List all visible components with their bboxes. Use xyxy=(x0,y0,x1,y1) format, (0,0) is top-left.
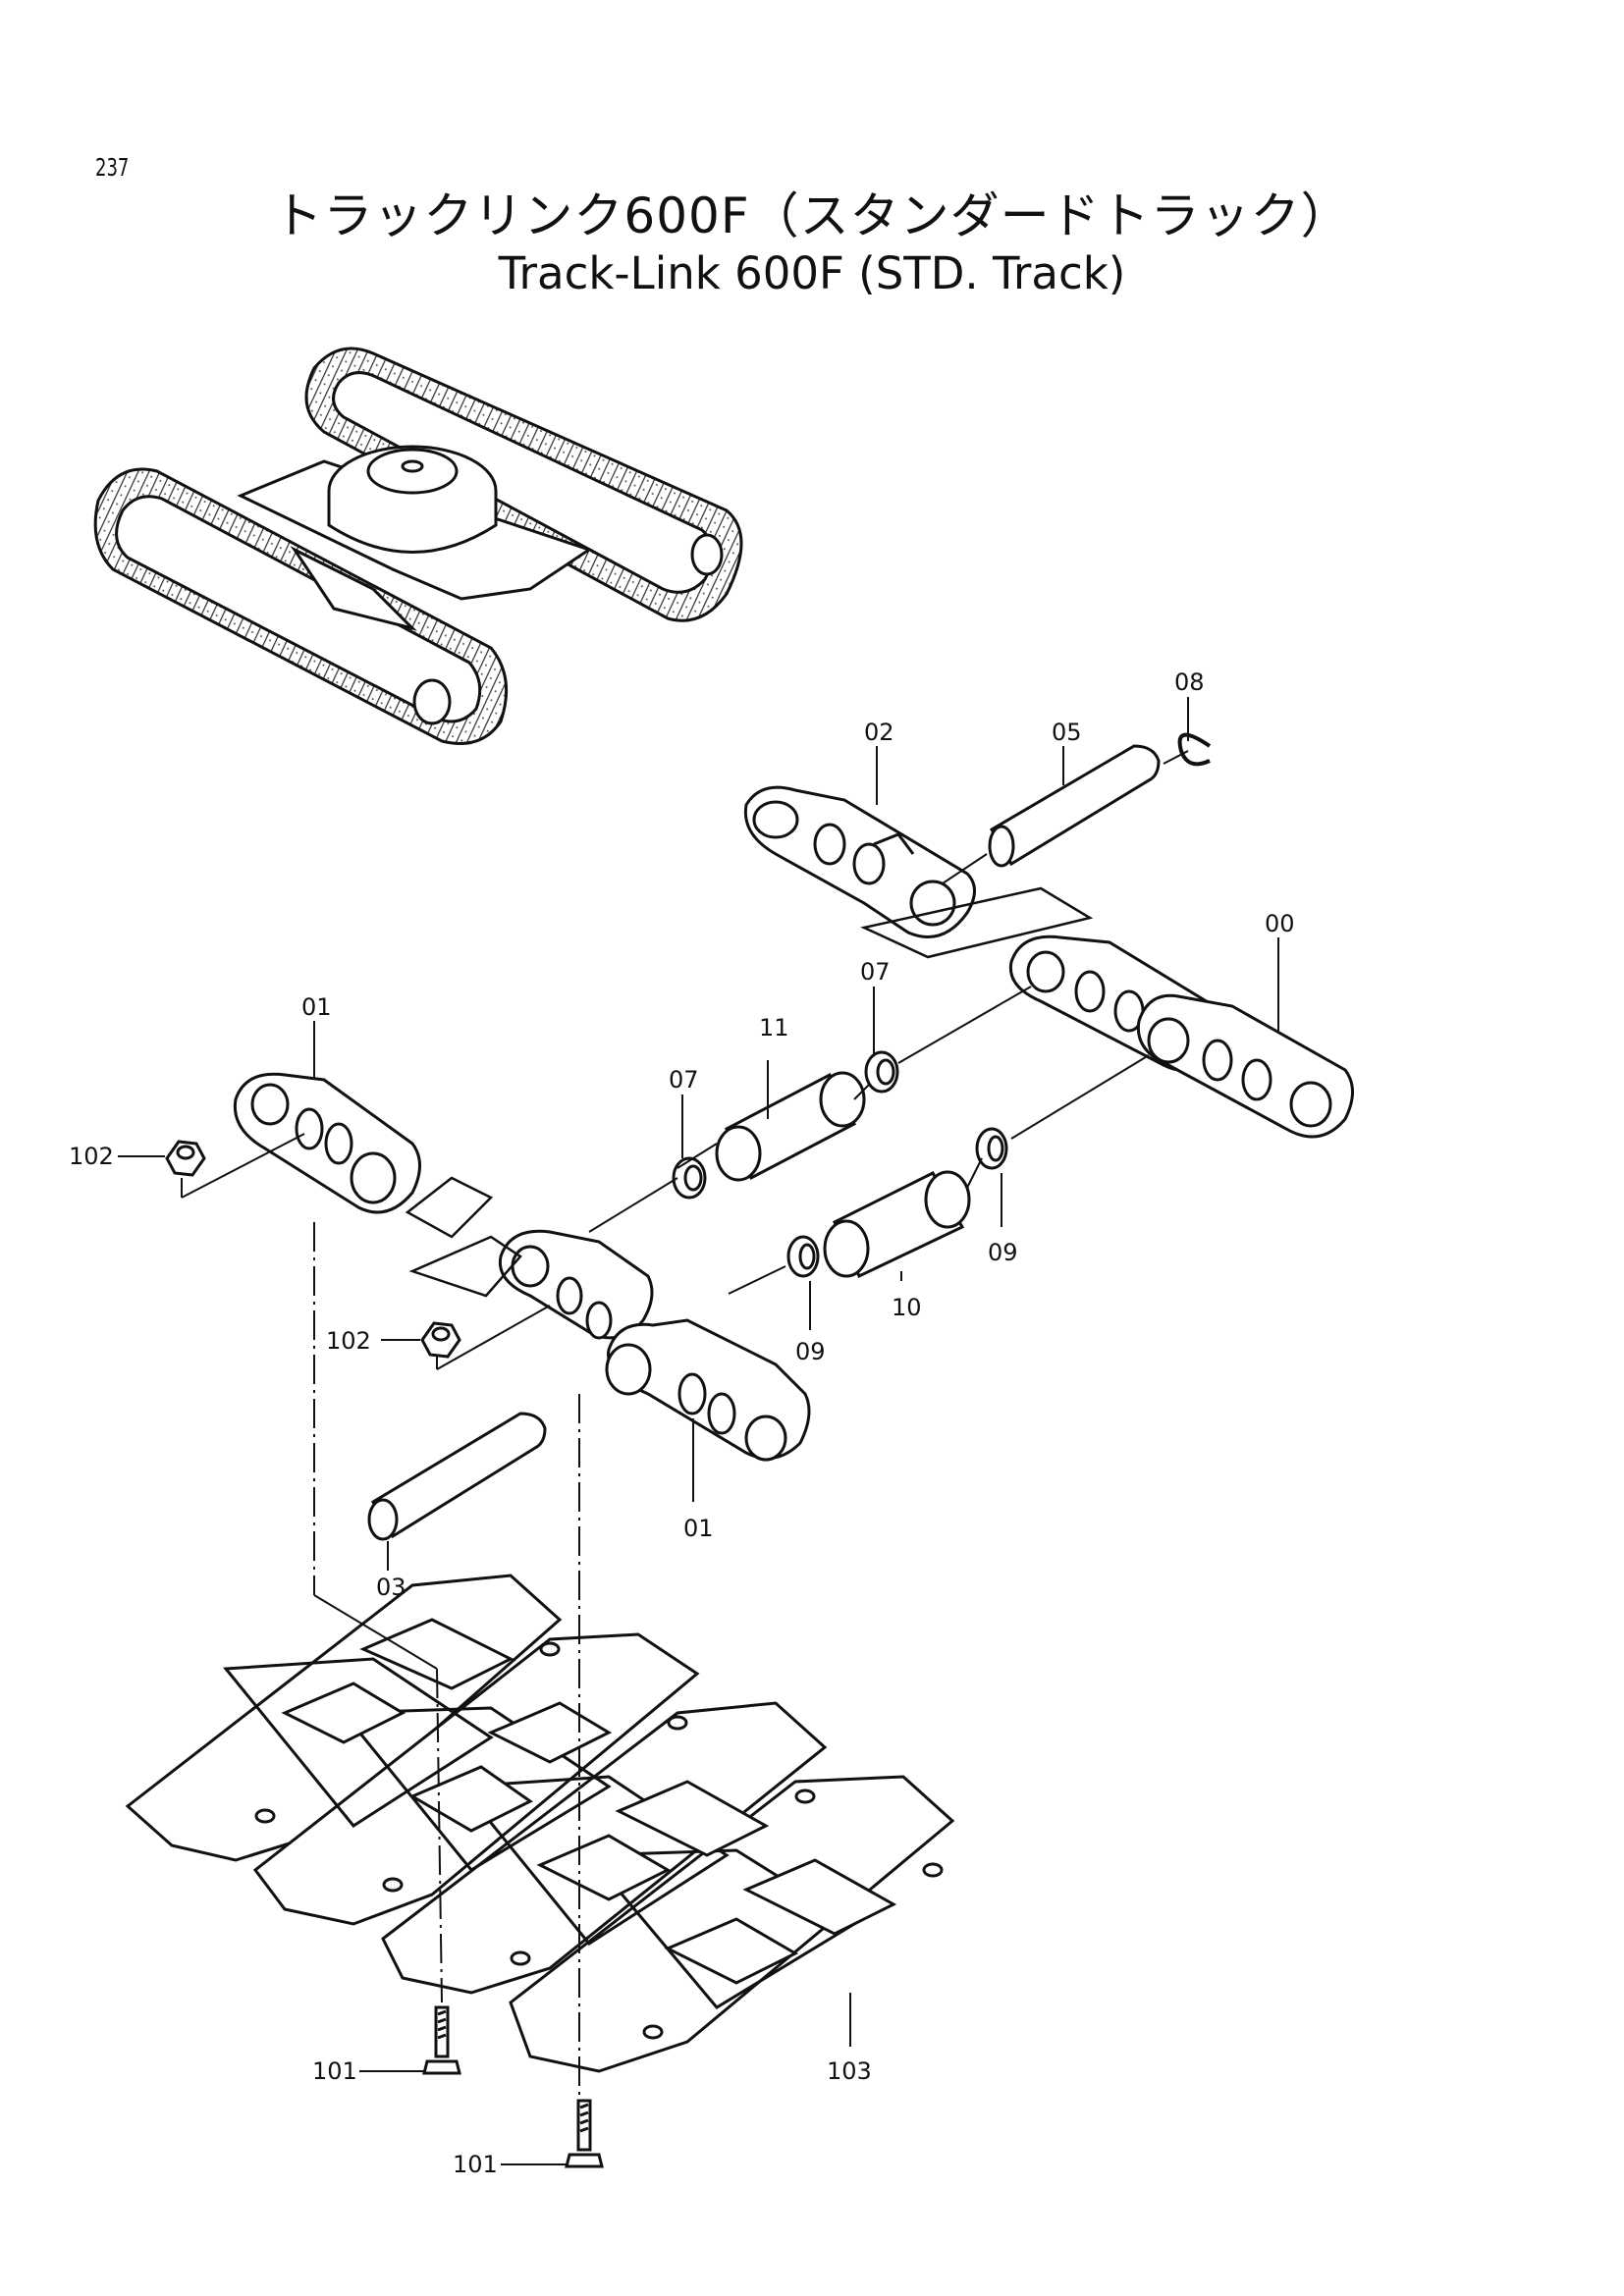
label-103: 103 xyxy=(827,2057,872,2085)
label-02: 02 xyxy=(864,719,894,746)
part-00-track-link-assembly xyxy=(1008,934,1354,1139)
label-00: 00 xyxy=(1265,910,1295,937)
part-11-bushing xyxy=(715,1071,866,1182)
part-01-shadow-plane xyxy=(405,1176,494,1239)
part-02-track-link xyxy=(743,785,976,938)
part-09-seal-left xyxy=(786,1235,820,1278)
part-03-track-pin xyxy=(367,1412,547,1541)
label-07-upper: 07 xyxy=(860,958,891,986)
undercarriage-overview-illustration xyxy=(93,347,743,745)
page-title-english: Track-Link 600F (STD. Track) xyxy=(498,247,1126,299)
part-01-lower-shadow-plane xyxy=(408,1235,522,1298)
page-title-japanese: トラックリンク600F（スタンダードトラック） xyxy=(273,187,1351,244)
part-07-seal-upper xyxy=(864,1050,899,1094)
label-08: 08 xyxy=(1174,668,1205,696)
assembly-lines xyxy=(118,697,1279,2165)
part-05-master-pin xyxy=(988,744,1161,868)
label-09-right: 09 xyxy=(988,1239,1018,1266)
page-number: 237 xyxy=(95,153,130,182)
part-01-track-link-left xyxy=(233,1072,421,1214)
part-09-seal-right xyxy=(975,1127,1008,1170)
label-102-upper: 102 xyxy=(69,1143,114,1170)
label-03: 03 xyxy=(376,1574,406,1601)
part-02-shadow-plane xyxy=(860,886,1094,959)
label-101-left: 101 xyxy=(312,2057,357,2085)
label-09-left: 09 xyxy=(795,1338,826,1365)
label-10: 10 xyxy=(892,1294,922,1321)
part-103-track-shoe-plates xyxy=(125,1574,955,2073)
part-labels: 08 02 05 00 07 01 11 07 102 09 10 09 102… xyxy=(69,668,1295,2178)
label-05: 05 xyxy=(1052,719,1082,746)
part-101-bolt-right xyxy=(565,2099,604,2168)
part-07-seal-lower xyxy=(672,1156,707,1200)
part-08-snap-ring xyxy=(1177,732,1212,767)
part-102-nut-upper xyxy=(165,1140,206,1177)
part-102-nut-lower xyxy=(420,1321,461,1359)
label-07-lower: 07 xyxy=(669,1066,699,1094)
part-101-bolt-left xyxy=(422,2005,461,2075)
label-11: 11 xyxy=(759,1014,789,1041)
part-10-bushing xyxy=(823,1170,971,1279)
label-101-right: 101 xyxy=(453,2151,498,2178)
label-102-lower: 102 xyxy=(326,1327,371,1355)
label-01-lower: 01 xyxy=(683,1515,714,1542)
label-01-upper: 01 xyxy=(301,993,332,1021)
part-01-track-link-center xyxy=(498,1229,811,1462)
